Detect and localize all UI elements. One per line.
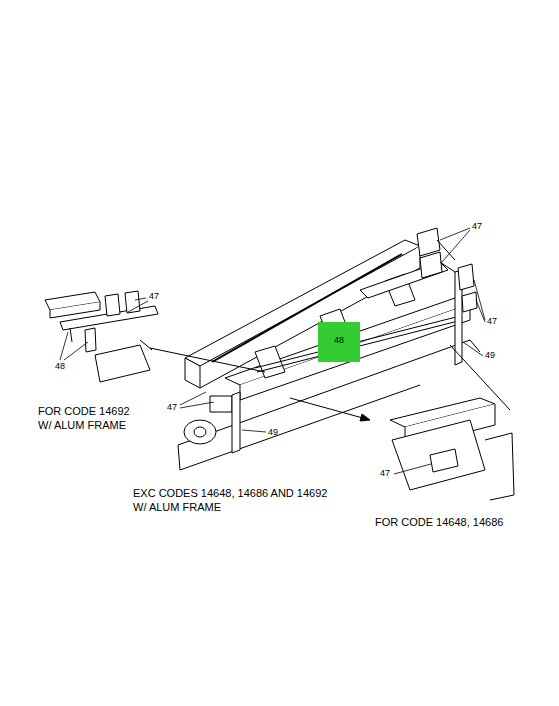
callout-number: 49 xyxy=(485,350,495,361)
caption-note: EXC CODES 14648, 14686 AND 14692 W/ ALUM… xyxy=(133,487,338,515)
highlight-box: 48 xyxy=(318,322,360,362)
callout-number: 48 xyxy=(318,322,360,345)
callout-number: 47 xyxy=(149,291,159,302)
callout-number: 47 xyxy=(167,402,177,413)
caption-note: FOR CODE 14692 W/ ALUM FRAME xyxy=(38,405,146,433)
callout-number: 47 xyxy=(472,221,482,232)
caption-note: FOR CODE 14648, 14686 xyxy=(375,516,503,530)
callout-number: 47 xyxy=(380,468,390,479)
callout-number: 48 xyxy=(55,361,65,372)
callout-number: 47 xyxy=(487,316,497,327)
callout-number: 49 xyxy=(268,427,278,438)
